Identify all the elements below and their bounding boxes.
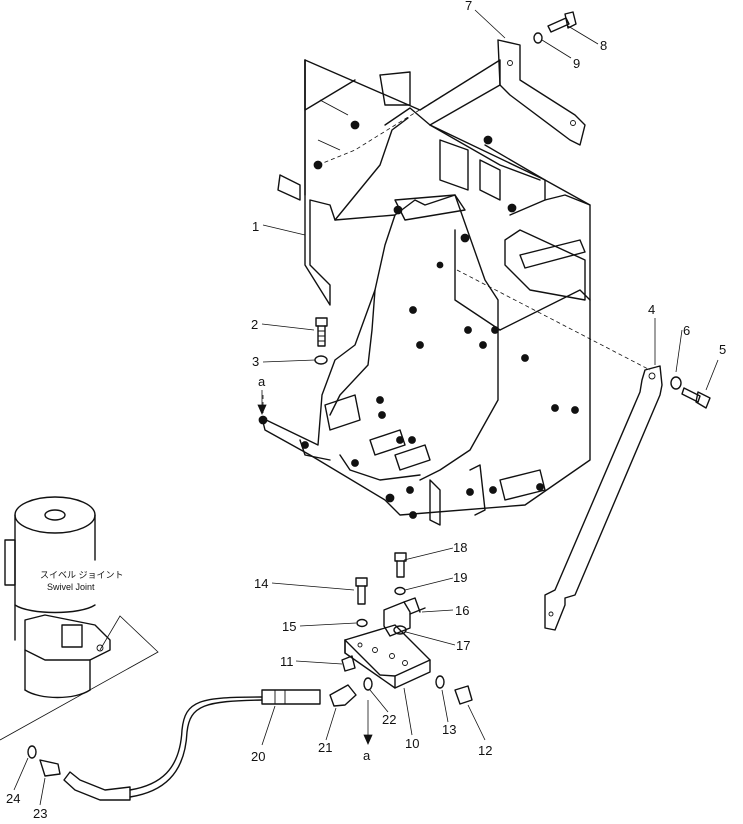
washer-3	[314, 355, 328, 365]
callout-4: 4	[648, 302, 655, 317]
washer-15	[356, 618, 368, 628]
callout-1: 1	[252, 219, 259, 234]
bolt-5	[681, 387, 711, 409]
callout-20: 20	[251, 749, 265, 764]
bolt-18	[394, 552, 407, 578]
main-frame	[258, 59, 651, 526]
leader-lines	[13, 9, 719, 806]
callout-15: 15	[282, 619, 296, 634]
bolt-2	[315, 317, 328, 347]
fitting-23	[39, 759, 61, 777]
callout-18: 18	[453, 540, 467, 555]
marker-a-bottom: a	[363, 748, 371, 763]
callout-5: 5	[719, 342, 726, 357]
callout-2: 2	[251, 317, 258, 332]
callout-6: 6	[683, 323, 690, 338]
washer-6	[670, 376, 682, 390]
o-ring-17	[393, 625, 407, 635]
washer-19	[394, 586, 406, 596]
swivel-label-jp: スイベル ジョイント	[40, 570, 124, 580]
callout-13: 13	[442, 722, 456, 737]
rod-4	[544, 365, 663, 631]
hose-20	[63, 689, 321, 801]
callout-19: 19	[453, 570, 467, 585]
callout-16: 16	[455, 603, 469, 618]
bracket-7	[497, 39, 586, 146]
swivel-label-en: Swivel Joint	[47, 582, 95, 592]
o-ring-24	[27, 745, 37, 759]
swivel-joint	[4, 496, 111, 699]
solenoid-16	[383, 597, 426, 637]
callout-11: 11	[280, 654, 294, 669]
callout-3: 3	[252, 354, 259, 369]
bolt-8	[547, 11, 577, 33]
callout-10: 10	[405, 736, 419, 751]
callout-24: 24	[6, 791, 20, 806]
callout-7: 7	[465, 0, 472, 13]
callout-23: 23	[33, 806, 47, 821]
o-ring-22	[363, 677, 373, 691]
o-ring-13	[435, 675, 445, 689]
washer-9	[533, 32, 543, 44]
callout-9: 9	[573, 56, 580, 71]
callout-12: 12	[478, 743, 492, 758]
callout-17: 17	[456, 638, 470, 653]
valve-block-10	[344, 624, 431, 689]
callout-21: 21	[318, 740, 332, 755]
marker-a-top: a	[258, 374, 266, 389]
elbow-21	[329, 684, 357, 707]
callout-14: 14	[254, 576, 268, 591]
bolt-14	[355, 577, 368, 605]
callout-8: 8	[600, 38, 607, 53]
plug-11	[341, 655, 356, 672]
plug-12	[454, 685, 473, 705]
callout-22: 22	[382, 712, 396, 727]
callout-labels: 1 2 3 4 5 6 7 8 9 10 11 12 13 14 15 16 1…	[6, 0, 726, 821]
